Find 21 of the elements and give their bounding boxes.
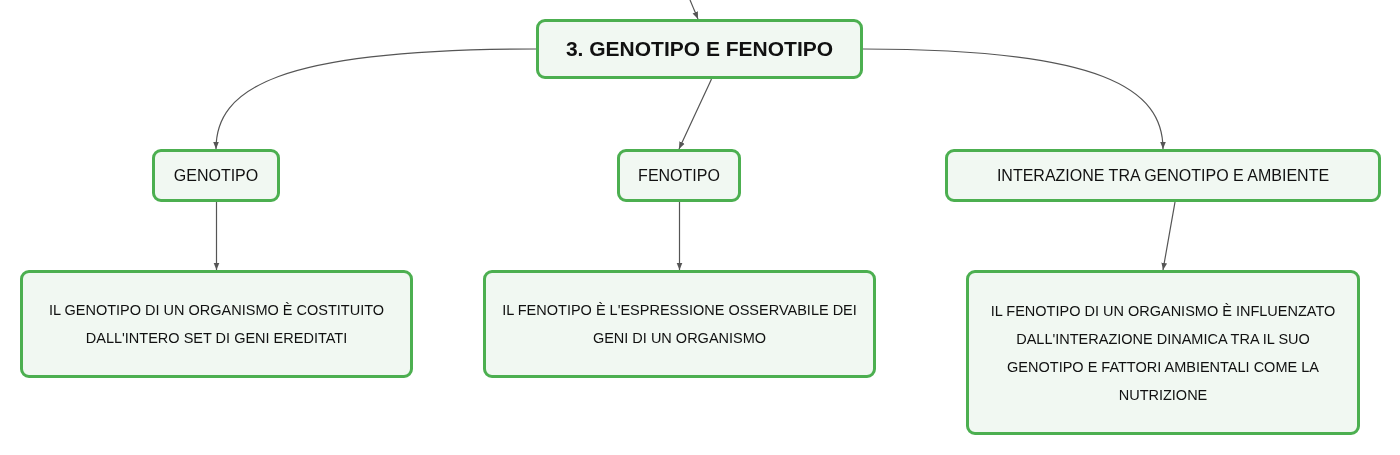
node-text: FENOTIPO [638, 166, 720, 185]
arrow [862, 48, 1166, 150]
arrow [213, 48, 537, 150]
subtopic-box [945, 149, 1381, 202]
description-box [20, 270, 413, 378]
arrow [1161, 201, 1176, 271]
arrow [678, 78, 713, 150]
topic-box [536, 19, 863, 79]
description-box [483, 270, 876, 378]
node-text: IL GENOTIPO DI UN ORGANISMO È COSTITUITO DALL'INTERO SET DI GENI EREDITATI [47, 301, 386, 348]
arrow [689, 0, 699, 20]
subtopic-box [617, 149, 741, 202]
node-text: GENOTIPO [173, 166, 259, 185]
subtopic-box [152, 149, 280, 202]
arrow [676, 201, 683, 271]
node-text: IL FENOTIPO DI UN ORGANISMO È INFLUENZATO DALL'INTERAZIONE DINAMICA TRA IL SUO GENOTIPO E FATTORI AMBIENTALI COME LA NUTRIZIONE [989, 301, 1337, 405]
description-box [966, 270, 1360, 435]
arrow [213, 201, 220, 271]
node-text: 3. GENOTIPO E FENOTIPO [565, 37, 834, 61]
node-text: IL FENOTIPO È L'ESPRESSIONE OSSERVABILE DEI GENI DI UN ORGANISMO [501, 301, 858, 348]
node-text: INTERAZIONE TRA GENOTIPO E AMBIENTE [996, 166, 1330, 185]
